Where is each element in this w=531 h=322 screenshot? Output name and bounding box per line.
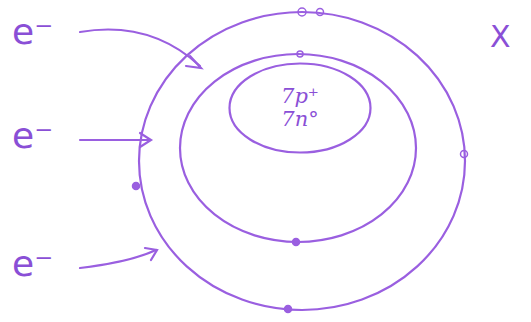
leader-arrow bbox=[80, 250, 156, 268]
leader-arrow bbox=[80, 30, 200, 66]
electron bbox=[293, 239, 300, 246]
element-label: X bbox=[490, 22, 511, 52]
electron-label: e⁻ bbox=[12, 14, 53, 50]
electron-label: e⁻ bbox=[12, 118, 53, 154]
electron bbox=[285, 306, 292, 313]
inner-shell bbox=[180, 54, 416, 242]
leader-arrow bbox=[140, 133, 151, 147]
particle-count: 7n° bbox=[281, 108, 318, 131]
leader-arrow bbox=[80, 139, 150, 141]
electron bbox=[461, 151, 468, 158]
particle-count: 7p⁺ bbox=[281, 85, 319, 108]
nucleus-circle: 7p⁺7n° bbox=[228, 62, 372, 154]
electron bbox=[317, 9, 324, 16]
leader-arrow bbox=[186, 56, 201, 68]
leader-arrow bbox=[145, 248, 157, 260]
electron bbox=[133, 183, 140, 190]
electron-label: e⁻ bbox=[12, 246, 53, 282]
electron bbox=[297, 51, 303, 57]
electron bbox=[298, 8, 306, 16]
